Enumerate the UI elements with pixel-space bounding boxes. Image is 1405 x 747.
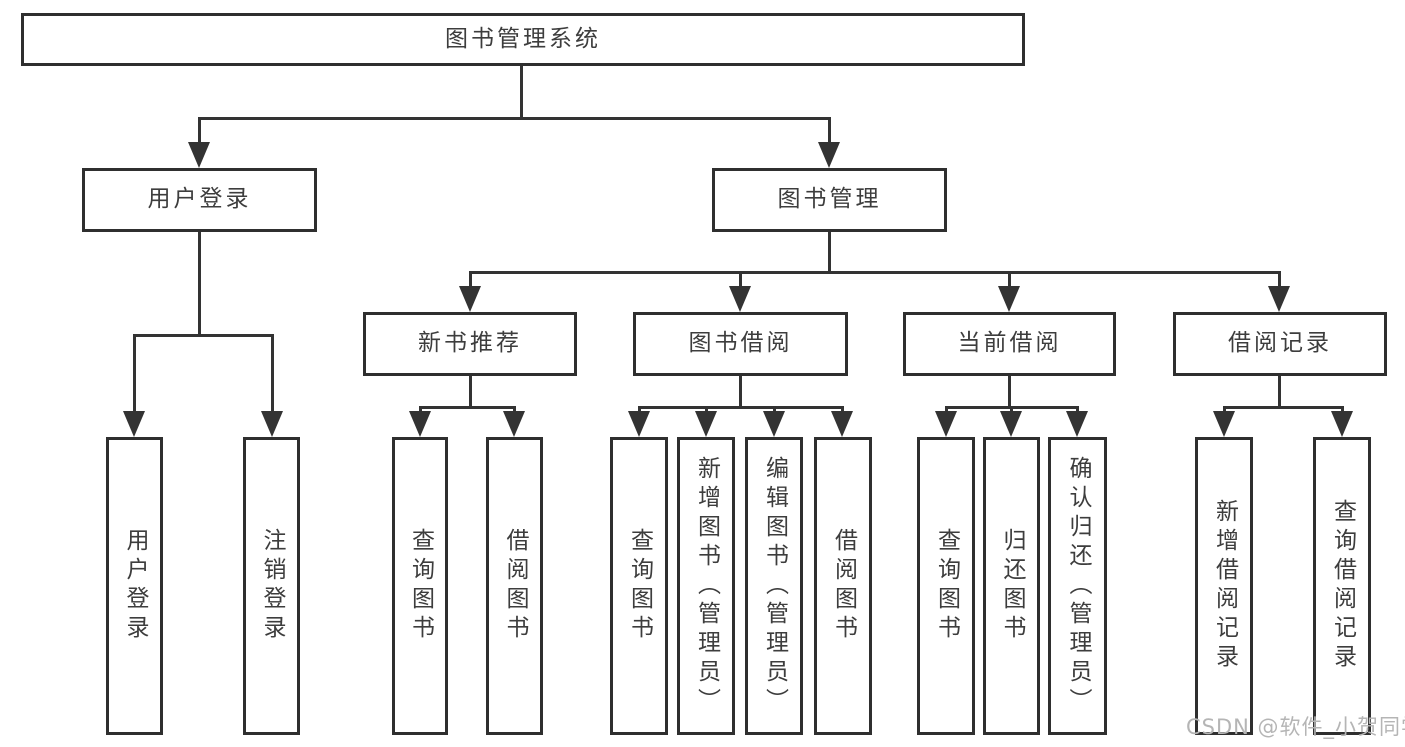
arrowhead-icon bbox=[409, 411, 431, 437]
node-current-borrowing-label: 当前借阅 bbox=[957, 330, 1062, 357]
node-book-borrowing: 图书借阅 bbox=[633, 312, 848, 376]
connector bbox=[1008, 376, 1011, 407]
node-root-label: 图书管理系统 bbox=[445, 25, 601, 52]
leaf-borrow-books-borrowing-label: 借阅图书 bbox=[830, 528, 857, 644]
connector bbox=[1278, 271, 1281, 289]
arrowhead-icon bbox=[695, 411, 717, 437]
leaf-confirm-return-admin-label: 确认归还（管理员） bbox=[1065, 455, 1091, 717]
leaf-borrow-books-borrowing: 借阅图书 bbox=[814, 437, 872, 735]
connector bbox=[419, 406, 515, 409]
connector bbox=[198, 232, 201, 335]
leaf-query-borrow-record-label: 查询借阅记录 bbox=[1329, 499, 1356, 673]
connector bbox=[520, 66, 523, 118]
leaf-user-login-label: 用户登录 bbox=[122, 528, 148, 644]
connector bbox=[828, 232, 831, 272]
node-user-login: 用户登录 bbox=[82, 168, 317, 232]
arrowhead-icon bbox=[459, 286, 481, 312]
leaf-query-books-current: 查询图书 bbox=[917, 437, 975, 735]
connector bbox=[638, 406, 844, 409]
arrowhead-icon bbox=[188, 142, 210, 168]
leaf-query-books-recommend: 查询图书 bbox=[392, 437, 448, 735]
connector bbox=[1223, 406, 1343, 409]
node-user-login-label: 用户登录 bbox=[147, 186, 252, 213]
connector bbox=[739, 376, 742, 407]
arrowhead-icon bbox=[261, 411, 283, 437]
arrowhead-icon bbox=[998, 286, 1020, 312]
node-new-book-recommend-label: 新书推荐 bbox=[418, 330, 522, 357]
arrowhead-icon bbox=[503, 411, 525, 437]
leaf-borrow-books-recommend-label: 借阅图书 bbox=[502, 528, 528, 644]
leaf-edit-book-admin-label: 编辑图书（管理员） bbox=[761, 455, 788, 717]
connector bbox=[469, 271, 1281, 274]
connector bbox=[1278, 376, 1281, 407]
connector bbox=[739, 271, 742, 289]
leaf-query-books-recommend-label: 查询图书 bbox=[407, 528, 434, 644]
node-book-management-label: 图书管理 bbox=[777, 186, 882, 213]
connector bbox=[133, 334, 136, 414]
connector bbox=[198, 117, 831, 120]
arrowhead-icon bbox=[1000, 411, 1022, 437]
node-current-borrowing: 当前借阅 bbox=[903, 312, 1116, 376]
arrowhead-icon bbox=[1331, 411, 1353, 437]
arrowhead-icon bbox=[1213, 411, 1235, 437]
connector bbox=[133, 334, 274, 337]
arrowhead-icon bbox=[763, 411, 785, 437]
leaf-return-books-label: 归还图书 bbox=[999, 528, 1025, 644]
arrowhead-icon bbox=[935, 411, 957, 437]
leaf-query-books-borrowing-label: 查询图书 bbox=[626, 528, 653, 644]
leaf-query-books-borrowing: 查询图书 bbox=[610, 437, 668, 735]
leaf-logout-label: 注销登录 bbox=[259, 528, 285, 644]
node-book-borrowing-label: 图书借阅 bbox=[688, 330, 793, 357]
node-borrow-records-label: 借阅记录 bbox=[1228, 330, 1332, 357]
arrowhead-icon bbox=[818, 142, 840, 168]
node-book-management: 图书管理 bbox=[712, 168, 947, 232]
connector bbox=[1008, 271, 1011, 289]
watermark: CSDN @软件_小贺同学 bbox=[1186, 715, 1405, 739]
arrowhead-icon bbox=[123, 411, 145, 437]
node-root: 图书管理系统 bbox=[21, 13, 1025, 66]
arrowhead-icon bbox=[1268, 286, 1290, 312]
arrowhead-icon bbox=[831, 411, 853, 437]
leaf-add-book-admin: 新增图书（管理员） bbox=[677, 437, 735, 735]
leaf-confirm-return-admin: 确认归还（管理员） bbox=[1048, 437, 1107, 735]
leaf-user-login: 用户登录 bbox=[106, 437, 163, 735]
connector bbox=[469, 376, 472, 407]
leaf-query-books-current-label: 查询图书 bbox=[933, 528, 960, 644]
arrowhead-icon bbox=[729, 286, 751, 312]
leaf-add-borrow-record: 新增借阅记录 bbox=[1195, 437, 1253, 735]
leaf-return-books: 归还图书 bbox=[983, 437, 1040, 735]
arrowhead-icon bbox=[1066, 411, 1088, 437]
node-new-book-recommend: 新书推荐 bbox=[363, 312, 577, 376]
leaf-edit-book-admin: 编辑图书（管理员） bbox=[745, 437, 803, 735]
leaf-query-borrow-record: 查询借阅记录 bbox=[1313, 437, 1371, 735]
connector bbox=[469, 271, 472, 289]
connector bbox=[271, 334, 274, 414]
arrowhead-icon bbox=[628, 411, 650, 437]
node-borrow-records: 借阅记录 bbox=[1173, 312, 1387, 376]
leaf-logout: 注销登录 bbox=[243, 437, 300, 735]
leaf-add-book-admin-label: 新增图书（管理员） bbox=[693, 455, 720, 717]
leaf-add-borrow-record-label: 新增借阅记录 bbox=[1211, 499, 1238, 673]
connector bbox=[198, 117, 201, 147]
connector bbox=[828, 117, 831, 147]
leaf-borrow-books-recommend: 借阅图书 bbox=[486, 437, 543, 735]
